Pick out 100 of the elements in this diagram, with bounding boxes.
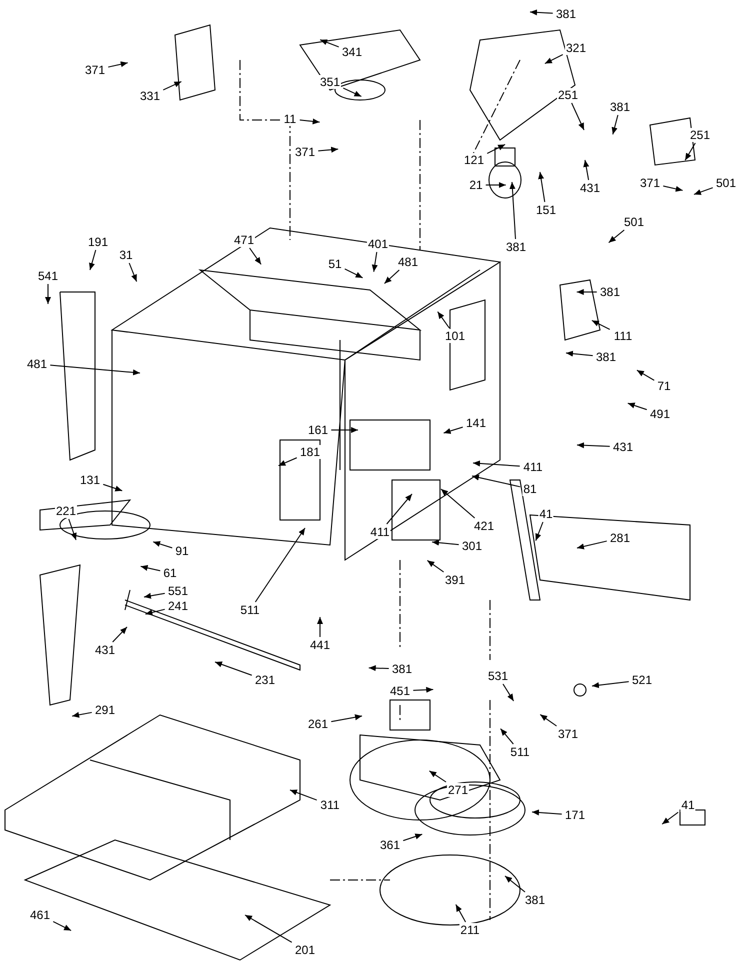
callout-number: 381 — [554, 7, 578, 21]
leader-line — [144, 592, 166, 599]
leader-line — [576, 442, 610, 448]
leader-line — [128, 262, 138, 282]
callout-number: 21 — [468, 178, 484, 192]
leader-line — [342, 88, 362, 97]
leader-line — [532, 810, 562, 816]
leader-line — [576, 289, 598, 295]
callout-number: 391 — [444, 573, 466, 587]
callout-number: 371 — [556, 727, 580, 741]
leader-line — [693, 187, 714, 195]
leader-line — [472, 460, 520, 467]
callout-number: 201 — [294, 943, 316, 957]
leader-line — [52, 921, 72, 932]
leader-line — [540, 714, 558, 726]
leader-line — [299, 118, 320, 124]
callout-number: 61 — [162, 566, 178, 580]
callout-number: 501 — [714, 176, 738, 190]
callout-number: 361 — [378, 838, 402, 852]
callout-number: 511 — [239, 603, 261, 617]
callout-number: 11 — [282, 112, 298, 126]
leader-line — [89, 250, 96, 270]
leader-line — [317, 616, 323, 638]
callout-number: 41 — [538, 507, 554, 521]
leader-line — [504, 876, 526, 892]
callout-number: 401 — [366, 237, 390, 251]
leader-line — [386, 494, 412, 524]
leader-line — [443, 426, 464, 434]
leader-line — [576, 540, 608, 550]
leader-line — [486, 144, 506, 154]
callout-number: 321 — [564, 41, 588, 55]
leader-line — [162, 81, 182, 90]
leader-line — [249, 248, 262, 265]
callout-number: 371 — [84, 63, 106, 77]
leader-line — [538, 172, 546, 202]
leader-line — [440, 488, 476, 518]
leader-line — [344, 268, 364, 278]
leader-line — [530, 9, 554, 16]
callout-number: 381 — [598, 285, 622, 299]
callout-number: 31 — [118, 248, 134, 262]
callout-number: 221 — [54, 504, 78, 518]
callout-number: 41 — [680, 798, 696, 812]
callout-number: 191 — [86, 235, 110, 249]
leader-line — [50, 364, 140, 376]
callout-number: 451 — [388, 684, 412, 698]
callout-number: 501 — [622, 215, 646, 229]
callout-number: 301 — [460, 539, 484, 553]
callout-number: 521 — [630, 673, 654, 687]
callout-number: 101 — [444, 329, 466, 343]
callout-number: 381 — [524, 893, 546, 907]
leader-line — [402, 834, 423, 842]
callout-number: 381 — [504, 240, 528, 254]
leader-line — [372, 252, 378, 272]
callout-number: 241 — [166, 599, 190, 613]
callout-number: 551 — [166, 584, 190, 598]
leader-line — [684, 142, 696, 161]
callout-number: 331 — [138, 89, 162, 103]
callout-number: 261 — [306, 717, 330, 731]
leader-line — [662, 186, 684, 192]
leader-line — [608, 230, 625, 244]
leader-line — [330, 427, 358, 433]
callout-number: 531 — [486, 669, 510, 683]
leader-line — [428, 770, 446, 782]
leader-line — [485, 182, 506, 188]
callout-number: 511 — [509, 745, 531, 759]
callout-number: 121 — [462, 153, 486, 167]
callout-number: 351 — [318, 75, 342, 89]
callout-number: 371 — [294, 145, 316, 159]
callout-number: 381 — [390, 662, 414, 676]
callout-number: 341 — [340, 45, 364, 59]
callout-number: 141 — [464, 416, 488, 430]
leader-line — [612, 114, 618, 135]
callout-number: 311 — [319, 798, 341, 812]
leader-line — [320, 39, 340, 48]
leader-line — [318, 146, 339, 153]
leader-line — [583, 160, 590, 180]
callout-number: 541 — [36, 269, 60, 283]
leader-line — [592, 681, 630, 688]
leader-line — [627, 402, 648, 410]
callout-number: 281 — [608, 531, 632, 545]
callout-number: 411 — [522, 460, 544, 474]
callout-number: 431 — [578, 181, 602, 195]
callout-number: 81 — [522, 482, 538, 496]
leader-line — [432, 540, 460, 546]
leader-line — [368, 665, 390, 672]
leader-line — [571, 102, 584, 130]
callout-number: 271 — [446, 783, 470, 797]
leader-line — [412, 686, 434, 693]
leader-line — [472, 474, 521, 488]
callout-number: 291 — [94, 703, 116, 717]
callout-number: 481 — [26, 357, 48, 371]
callout-number: 431 — [94, 643, 116, 657]
leader-line — [278, 457, 298, 466]
leader-line — [455, 904, 466, 922]
leader-line — [108, 61, 128, 68]
callout-number: 471 — [232, 233, 256, 247]
callout-number: 251 — [556, 88, 580, 102]
callout-number: 51 — [327, 257, 343, 271]
leader-line — [140, 564, 161, 572]
leader-line — [45, 284, 51, 304]
